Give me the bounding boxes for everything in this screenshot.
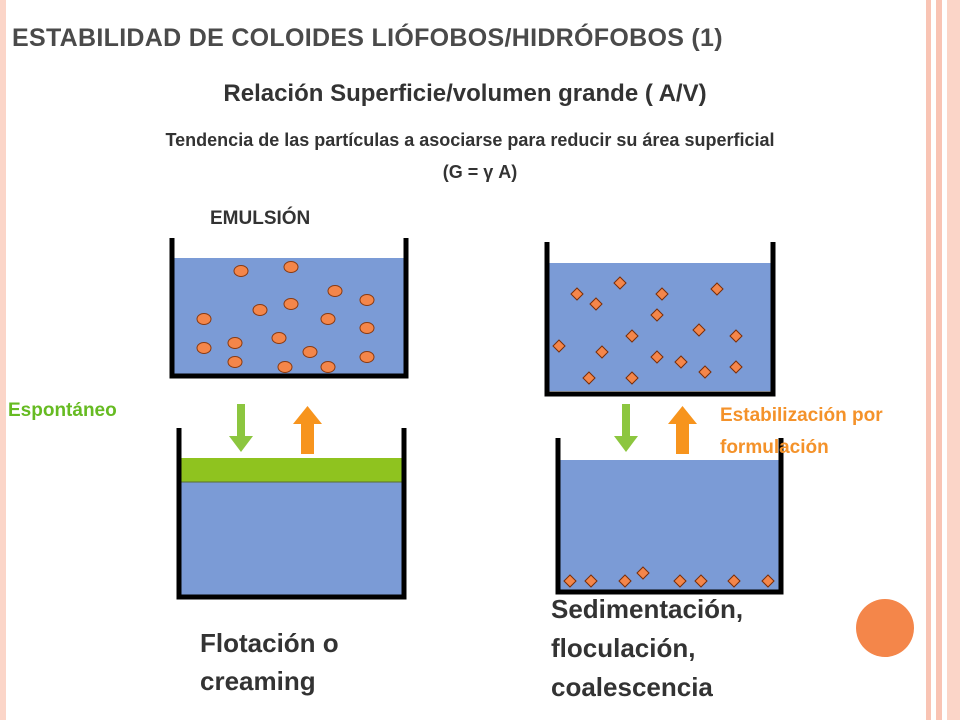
diamond-particle-icon: [584, 574, 598, 588]
sedimentation-liquid: [560, 460, 779, 591]
diamond-particle-icon: [650, 350, 664, 364]
result-line: Sedimentación,: [551, 594, 744, 624]
diamond-particle-icon: [698, 365, 712, 379]
diamond-particle-icon: [625, 329, 639, 343]
diamond-particle-icon: [710, 282, 724, 296]
container-walls: [544, 242, 776, 397]
diamond-particle-icon: [570, 287, 584, 301]
diamond-particle-icon: [674, 355, 688, 369]
droplet-icon: [196, 342, 212, 354]
diamond-particle-icon: [673, 574, 687, 588]
diamond-particle-icon: [552, 339, 566, 353]
creaming-liquid: [181, 482, 402, 596]
droplet-icon: [283, 261, 299, 273]
diamond-particle-icon: [613, 276, 627, 290]
droplet-icon: [327, 285, 343, 297]
arrow-down-icon: [614, 404, 638, 452]
droplet-icon: [196, 313, 212, 325]
stabilization-label: Estabilización por formulación: [720, 405, 883, 458]
diamond-particle-icon: [618, 574, 632, 588]
diamond-particle-icon: [727, 574, 741, 588]
creaming-container: [176, 428, 407, 600]
droplet-icon: [252, 304, 268, 316]
diamond-particle-icon: [563, 574, 577, 588]
diamond-particle-icon: [595, 345, 609, 359]
diamond-particle-icon: [650, 308, 664, 322]
droplet-icon: [359, 351, 375, 363]
slide-edge-stripe-right-3: [947, 0, 960, 720]
slide-title: ESTABILIDAD DE COLOIDES LIÓFOBOS/HIDRÓFO…: [12, 24, 723, 52]
diamond-particle-icon: [761, 574, 775, 588]
diamond-particle-icon: [625, 371, 639, 385]
droplet-icon: [271, 332, 287, 344]
diamond-particle-icon: [636, 566, 650, 580]
droplet-icon: [227, 356, 243, 368]
droplet-icon: [283, 298, 299, 310]
arrow-down-icon: [229, 404, 253, 452]
container-walls: [176, 428, 407, 600]
droplet-icon: [302, 346, 318, 358]
tendency-text: Tendencia de las partículas a asociarse …: [165, 130, 775, 150]
droplet-icon: [320, 313, 336, 325]
arrow-up-icon: [293, 406, 322, 454]
slide-edge-stripe-right-1: [926, 0, 931, 720]
arrow-up-icon: [668, 406, 697, 454]
slide-subtitle: Relación Superficie/volumen grande ( A/V…: [223, 80, 707, 107]
diamond-particle-icon: [694, 574, 708, 588]
particle-group: [552, 276, 743, 385]
dispersion-container: [544, 242, 776, 397]
droplet-icon: [227, 337, 243, 349]
result-line: floculación,: [551, 633, 696, 663]
diamond-particle-icon: [582, 371, 596, 385]
sedimentation-result-label: Sedimentación, floculación, coalescencia: [551, 590, 743, 707]
sediment-particle-group: [563, 566, 775, 588]
spontaneous-label: Espontáneo: [8, 400, 117, 421]
droplet-icon: [277, 361, 293, 373]
droplet-group: [196, 261, 375, 373]
diamond-particle-icon: [655, 287, 669, 301]
emulsion-container: [169, 238, 409, 379]
result-line: Flotación o: [200, 628, 339, 658]
diamond-particle-icon: [589, 297, 603, 311]
diamond-particle-icon: [692, 323, 706, 337]
diamond-particle-icon: [729, 360, 743, 374]
sedimentation-container: [555, 438, 784, 595]
creaming-result-label: Flotación o creaming: [200, 624, 339, 700]
formula-text: (G = γ A): [442, 162, 518, 182]
droplet-icon: [320, 361, 336, 373]
result-line: creaming: [200, 666, 316, 696]
droplet-icon: [359, 294, 375, 306]
slide-edge-stripe-right-2: [936, 0, 942, 720]
diamond-particle-icon: [729, 329, 743, 343]
decorative-circle: [856, 599, 914, 657]
result-line: coalescencia: [551, 672, 713, 702]
emulsion-label: EMULSIÓN: [210, 208, 311, 229]
cream-layer: [181, 458, 402, 482]
droplet-icon: [359, 322, 375, 334]
container-walls: [169, 238, 409, 379]
slide-edge-stripe: [0, 0, 6, 720]
droplet-icon: [233, 265, 249, 277]
container-walls: [555, 438, 784, 595]
